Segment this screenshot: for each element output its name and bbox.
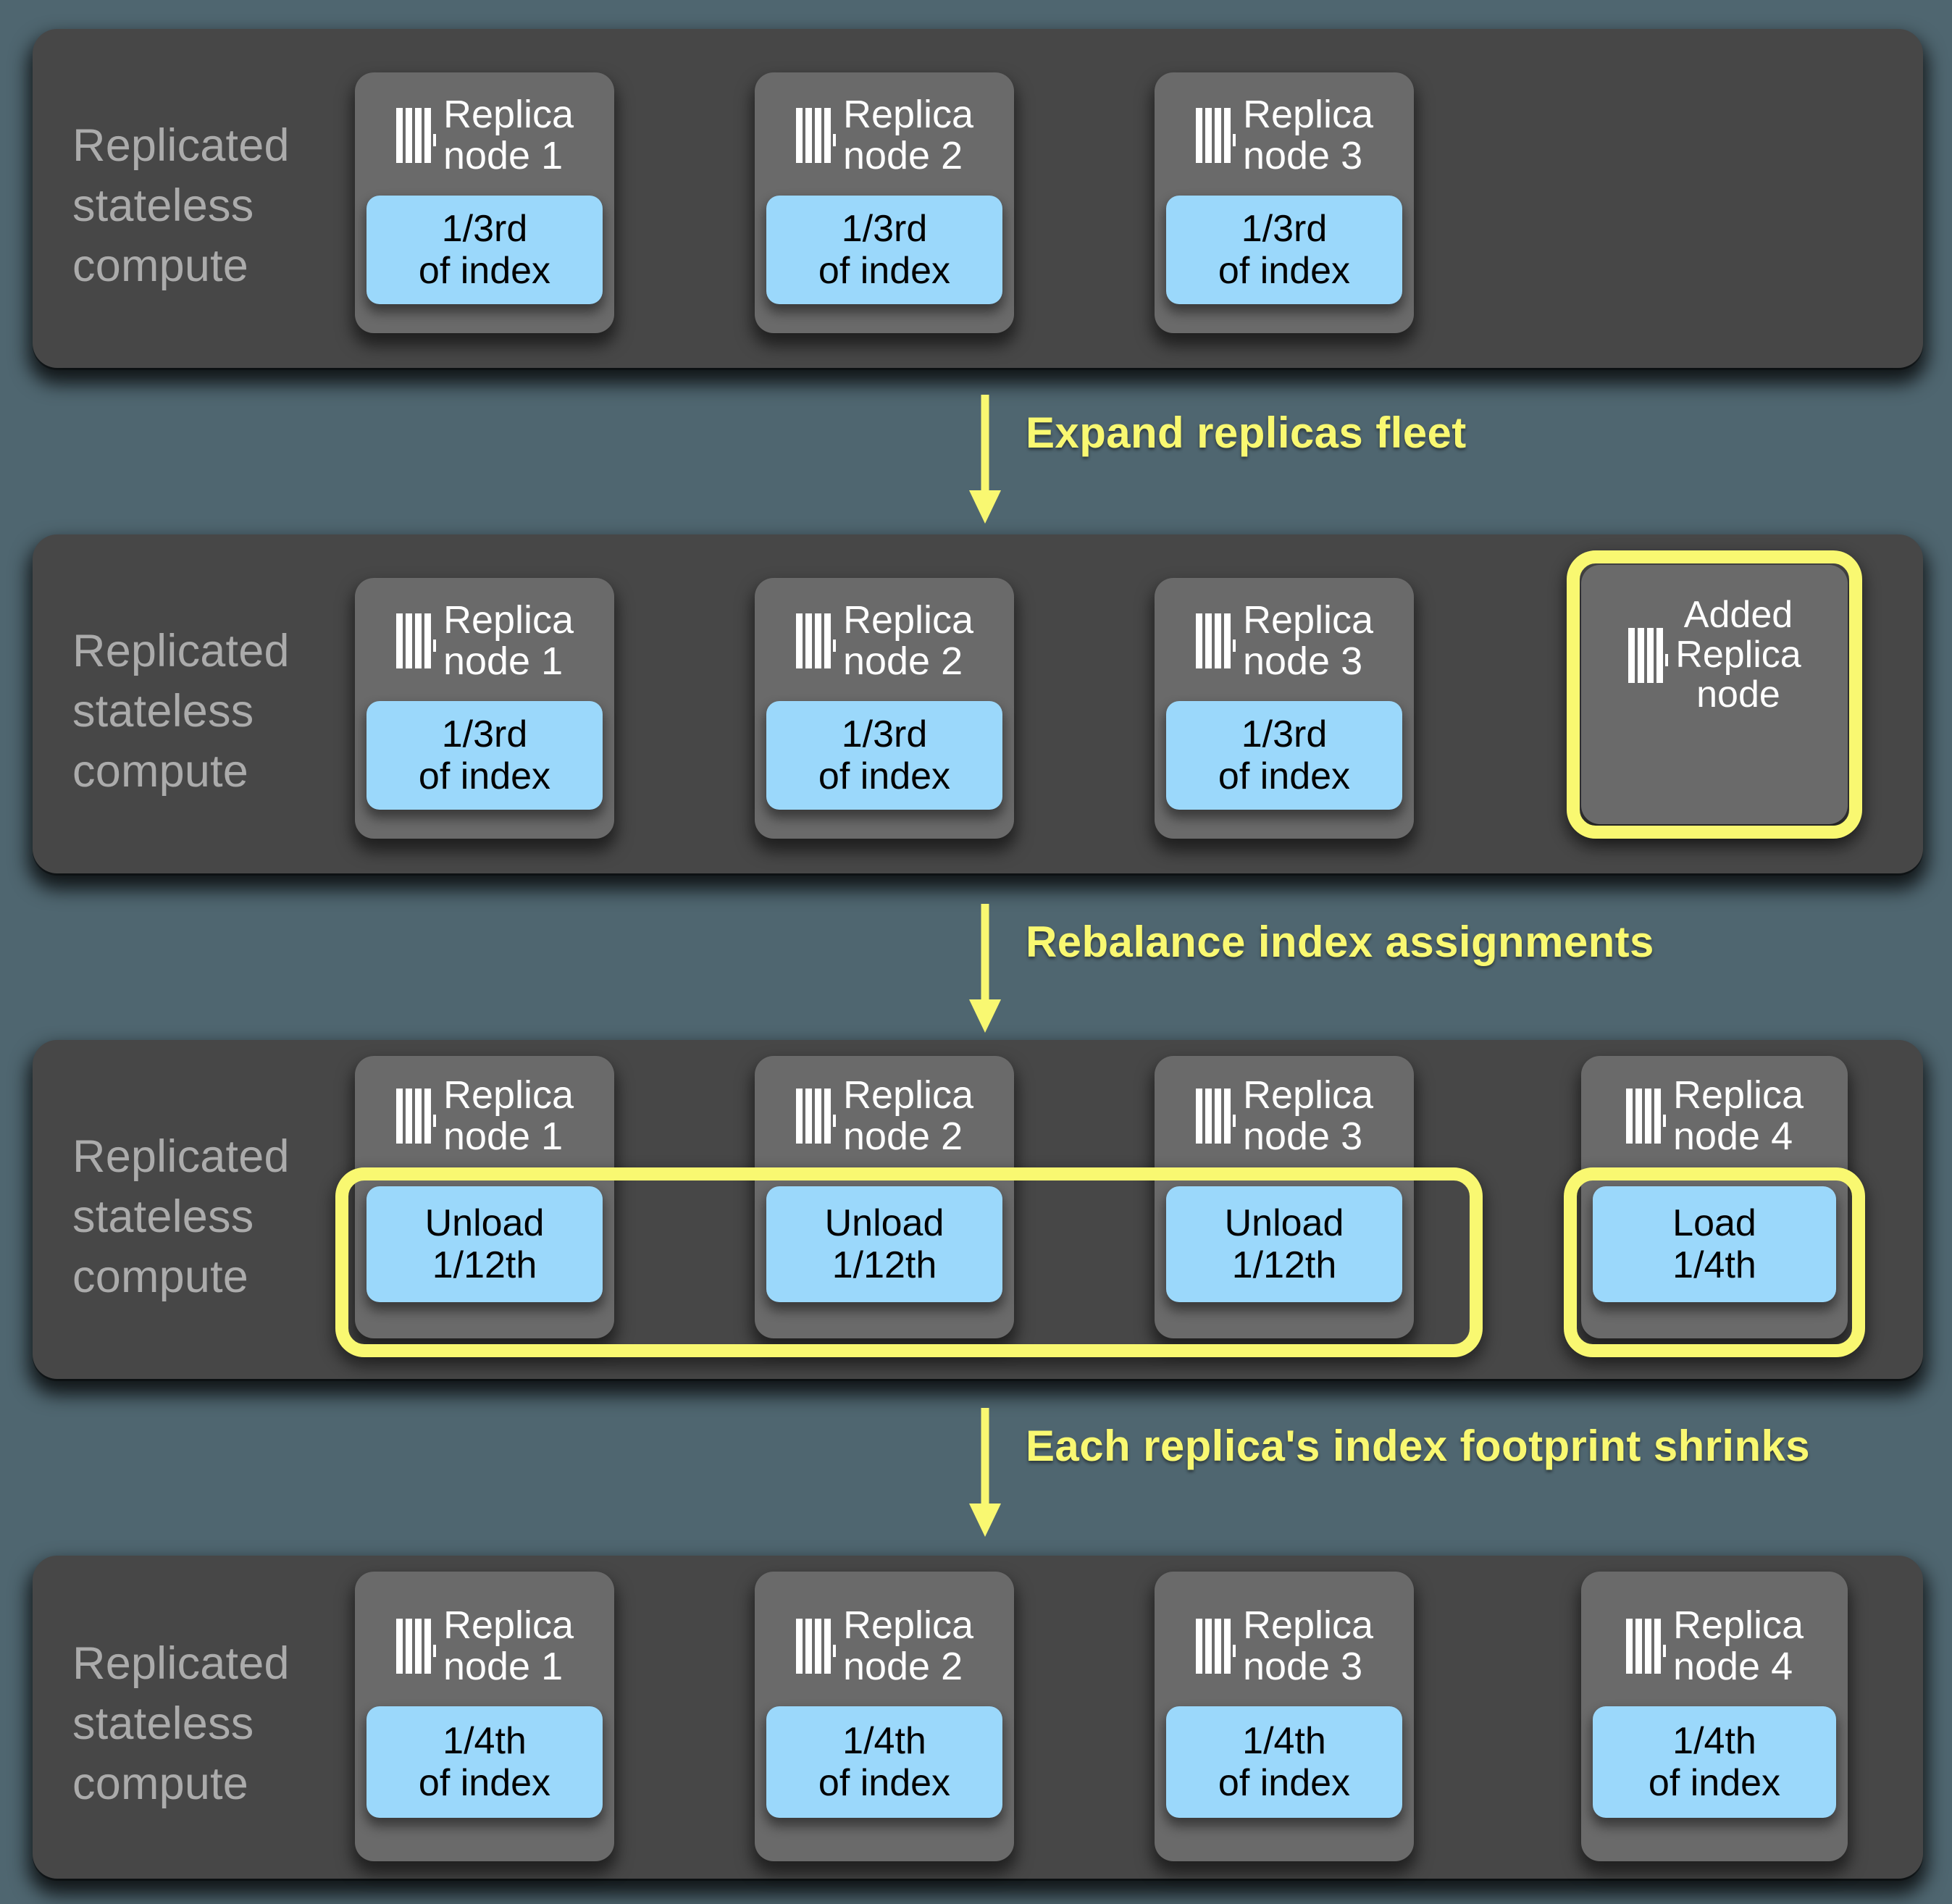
- server-rack-icon: [795, 108, 836, 164]
- stage-panel-3-rebalancing: Replicated stateless compute Replica nod…: [33, 1040, 1923, 1379]
- node-card-replica-2[interactable]: Replica node 2 1/3rd of index: [755, 72, 1014, 333]
- node-card-replica-3[interactable]: Replica node 3 1/3rd of index: [1155, 578, 1414, 839]
- server-rack-icon: [395, 108, 436, 164]
- server-rack-icon: [395, 613, 436, 669]
- node-title: Replica node 2: [842, 1073, 974, 1159]
- node-card-replica-2[interactable]: Replica node 2 1/3rd of index: [755, 578, 1014, 839]
- index-action-chip: Unload 1/12th: [766, 1186, 1002, 1302]
- node-title: Replica node 2: [842, 598, 974, 684]
- node-title: Replica node 1: [443, 1073, 574, 1159]
- stage-panel-4-final: Replicated stateless compute Replica nod…: [33, 1556, 1923, 1879]
- node-header: Replica node 4: [1581, 1056, 1848, 1157]
- node-header: Replica node 3: [1155, 1056, 1414, 1157]
- server-rack-icon: [395, 1089, 436, 1144]
- server-rack-icon: [1195, 613, 1236, 669]
- transition-arrow-3: Each replica's index footprint shrinks: [963, 1408, 1952, 1538]
- server-rack-icon: [795, 1619, 836, 1674]
- node-title: Replica node 3: [1242, 598, 1374, 684]
- node-header: Replica node 4: [1581, 1572, 1848, 1687]
- panel-label-2: Replicated stateless compute: [72, 626, 290, 797]
- index-share-chip: 1/3rd of index: [766, 701, 1002, 810]
- node-card-replica-3[interactable]: Replica node 3 1/3rd of index: [1155, 72, 1414, 333]
- node-title: Replica node 1: [443, 93, 574, 178]
- server-rack-icon: [1625, 1089, 1666, 1144]
- server-rack-icon: [1195, 1619, 1236, 1674]
- index-share-chip: 1/3rd of index: [1166, 196, 1402, 304]
- node-header: Replica node 2: [755, 1056, 1014, 1157]
- server-rack-icon: [795, 1089, 836, 1144]
- transition-label-1: Expand replicas fleet: [1026, 408, 1467, 457]
- node-title: Added Replica node: [1675, 594, 1801, 716]
- node-header: Replica node 1: [355, 1056, 614, 1157]
- panel-label-3: Replicated stateless compute: [72, 1131, 290, 1303]
- node-title: Replica node 4: [1672, 1073, 1804, 1159]
- stage-panel-1-initial: Replicated stateless compute Replica nod…: [33, 29, 1923, 368]
- server-rack-icon: [1195, 108, 1236, 164]
- node-header: Replica node 2: [755, 1572, 1014, 1687]
- node-card-replica-3[interactable]: Replica node 3 1/4th of index: [1155, 1572, 1414, 1861]
- node-header: Replica node 3: [1155, 72, 1414, 177]
- node-header: Added Replica node: [1581, 565, 1848, 715]
- node-card-replica-2[interactable]: Replica node 2 1/4th of index: [755, 1572, 1014, 1861]
- node-header: Replica node 2: [755, 578, 1014, 682]
- node-title: Replica node 2: [842, 1603, 974, 1689]
- index-action-chip: Unload 1/12th: [1166, 1186, 1402, 1302]
- panel-label-4: Replicated stateless compute: [72, 1638, 290, 1810]
- index-action-chip: Unload 1/12th: [366, 1186, 603, 1302]
- node-title: Replica node 3: [1242, 93, 1374, 178]
- index-share-chip: 1/3rd of index: [1166, 701, 1402, 810]
- panel-label-1: Replicated stateless compute: [72, 120, 290, 292]
- node-card-added-replica[interactable]: Added Replica node: [1581, 565, 1848, 824]
- server-rack-icon: [1195, 1089, 1236, 1144]
- node-header: Replica node 3: [1155, 1572, 1414, 1687]
- node-title: Replica node 1: [443, 598, 574, 684]
- transition-label-2: Rebalance index assignments: [1026, 918, 1654, 966]
- node-header: Replica node 1: [355, 72, 614, 177]
- index-action-chip: Load 1/4th: [1593, 1186, 1836, 1302]
- node-header: Replica node 3: [1155, 578, 1414, 682]
- node-card-replica-1[interactable]: Replica node 1 1/3rd of index: [355, 578, 614, 839]
- node-card-replica-1[interactable]: Replica node 1 1/3rd of index: [355, 72, 614, 333]
- node-header: Replica node 2: [755, 72, 1014, 177]
- index-share-chip: 1/3rd of index: [366, 196, 603, 304]
- server-rack-icon: [1625, 1619, 1666, 1674]
- node-card-replica-4[interactable]: Replica node 4 Load 1/4th: [1581, 1056, 1848, 1338]
- node-title: Replica node 1: [443, 1603, 574, 1689]
- node-card-replica-2[interactable]: Replica node 2 Unload 1/12th: [755, 1056, 1014, 1338]
- server-rack-icon: [1628, 627, 1669, 683]
- node-card-replica-4[interactable]: Replica node 4 1/4th of index: [1581, 1572, 1848, 1861]
- node-card-replica-3[interactable]: Replica node 3 Unload 1/12th: [1155, 1056, 1414, 1338]
- node-card-replica-1[interactable]: Replica node 1 Unload 1/12th: [355, 1056, 614, 1338]
- node-header: Replica node 1: [355, 1572, 614, 1687]
- index-share-chip: 1/4th of index: [366, 1706, 603, 1818]
- node-title: Replica node 3: [1242, 1073, 1374, 1159]
- node-header: Replica node 1: [355, 578, 614, 682]
- server-rack-icon: [795, 613, 836, 669]
- stage-panel-2-expanded: Replicated stateless compute Replica nod…: [33, 534, 1923, 873]
- node-title: Replica node 2: [842, 93, 974, 178]
- index-share-chip: 1/3rd of index: [766, 196, 1002, 304]
- index-share-chip: 1/3rd of index: [366, 701, 603, 810]
- node-card-replica-1[interactable]: Replica node 1 1/4th of index: [355, 1572, 614, 1861]
- index-share-chip: 1/4th of index: [1166, 1706, 1402, 1818]
- transition-arrow-1: Expand replicas fleet: [963, 395, 1905, 525]
- server-rack-icon: [395, 1619, 436, 1674]
- node-title: Replica node 3: [1242, 1603, 1374, 1689]
- index-share-chip: 1/4th of index: [766, 1706, 1002, 1818]
- node-title: Replica node 4: [1672, 1603, 1804, 1689]
- transition-label-3: Each replica's index footprint shrinks: [1026, 1422, 1811, 1470]
- index-share-chip: 1/4th of index: [1593, 1706, 1836, 1818]
- transition-arrow-2: Rebalance index assignments: [963, 904, 1905, 1034]
